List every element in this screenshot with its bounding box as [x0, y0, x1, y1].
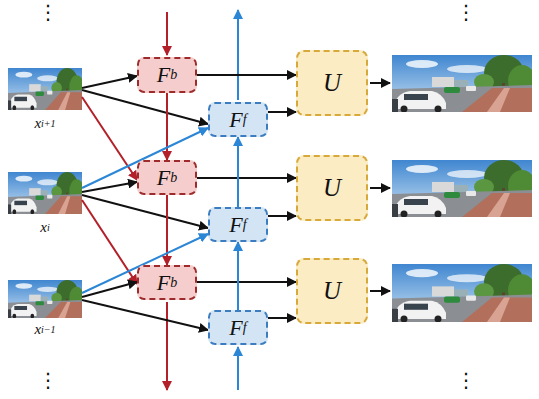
flow-arrow [166, 93, 168, 160]
flow-arrow [237, 242, 239, 310]
output-frame [392, 264, 536, 323]
subscript-text: i−1 [41, 324, 56, 335]
symbol-text: x [34, 115, 41, 132]
upsampling-module: U [296, 155, 368, 221]
input-frame [8, 172, 84, 214]
flow-arrow [268, 111, 296, 113]
symbol-text: x [40, 219, 47, 236]
symbol-text: F [229, 107, 242, 133]
flow-arrow [268, 317, 296, 319]
symbol-text: U [323, 69, 341, 97]
continuation-dots: ⋮ [456, 2, 476, 22]
output-frame [392, 160, 536, 218]
subscript-text: b [170, 275, 177, 291]
flow-arrow [82, 97, 137, 180]
symbol-text: x [34, 321, 41, 338]
upsampling-module: U [296, 50, 368, 116]
backward-module: Fb [137, 160, 197, 195]
forward-module: Ff [208, 310, 268, 345]
backward-module: Fb [137, 265, 197, 300]
output-arrows [370, 83, 390, 291]
subscript-text: f [243, 112, 247, 128]
symbol-text: F [229, 315, 242, 341]
upsampling-module: U [296, 258, 368, 324]
continuation-dots: ⋮ [38, 2, 58, 22]
continuation-dots: ⋮ [456, 370, 476, 390]
flow-arrow [82, 90, 208, 124]
input-frame-label: xi+1 [8, 68, 82, 134]
subscript-text: f [243, 320, 247, 336]
flow-arrow [197, 177, 296, 179]
flow-arrow [197, 74, 296, 76]
symbol-text: F [157, 270, 170, 296]
forward-module: Ff [208, 207, 268, 242]
flow-arrow [82, 300, 208, 330]
flow-arrow [82, 195, 208, 228]
flow-arrow [197, 281, 296, 283]
subscript-text: i+1 [41, 118, 56, 129]
subscript-text: b [170, 170, 177, 186]
symbol-text: F [157, 165, 170, 191]
symbol-text: F [229, 212, 242, 238]
subscript-text: b [170, 67, 177, 83]
input-frame [8, 280, 84, 318]
input-frame [8, 68, 84, 110]
input-frame-label: xi [8, 172, 82, 238]
continuation-dots: ⋮ [38, 370, 58, 390]
symbol-text: F [157, 62, 170, 88]
output-frame [392, 55, 536, 113]
backward-module: Fb [137, 57, 197, 93]
input-frame-label: xi−1 [8, 280, 82, 340]
forward-module: Ff [208, 102, 268, 137]
symbol-text: U [323, 277, 341, 305]
flow-arrow [268, 215, 296, 217]
flow-arrow [237, 137, 239, 207]
subscript-text: f [243, 217, 247, 233]
flow-arrow [82, 76, 137, 88]
symbol-text: U [323, 174, 341, 202]
subscript-text: i [47, 222, 50, 233]
